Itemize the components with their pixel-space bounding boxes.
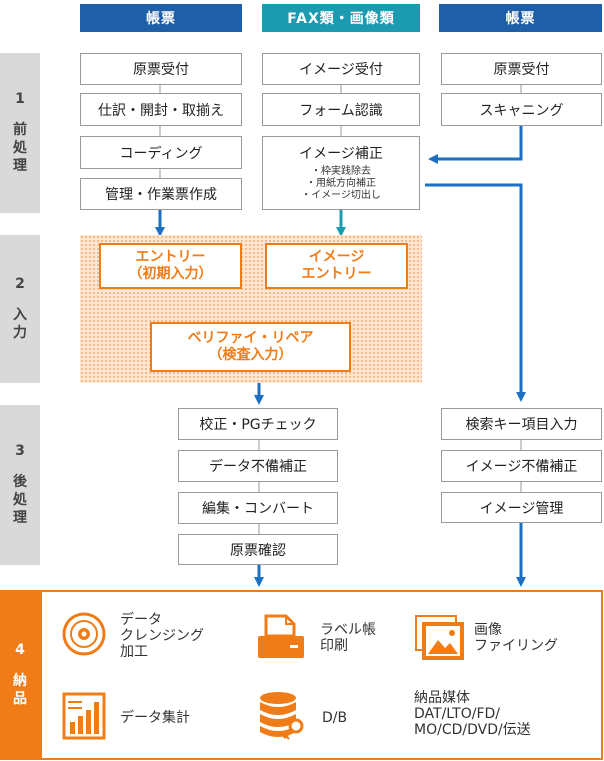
phase-number: 3 bbox=[15, 443, 25, 459]
correction-item-1: ・枠実践除去 bbox=[311, 166, 371, 177]
arrow-scan-to-correction bbox=[428, 125, 523, 164]
phase-number: 2 bbox=[15, 276, 25, 292]
label-print-line1: ラベル帳 bbox=[320, 622, 376, 638]
phase-name: 納品 bbox=[13, 673, 27, 707]
phase-4-label: 4 納品 bbox=[0, 590, 40, 760]
label-print-line2: 印刷 bbox=[320, 638, 348, 654]
post-right-box-2: イメージ不備補正 bbox=[441, 450, 602, 482]
post-left-box-3: 編集・コンバート bbox=[178, 492, 338, 524]
post-left-box-4: 原票確認 bbox=[178, 534, 338, 565]
image-entry-line1: イメージ bbox=[308, 249, 365, 265]
cleansing-line2: クレンジング bbox=[120, 628, 204, 644]
pre-right-box-1: 原票受付 bbox=[441, 53, 602, 85]
pre-left-box-2: 仕訳・開封・取揃え bbox=[80, 93, 242, 126]
printer-icon bbox=[258, 614, 304, 658]
phase-name: 後処理 bbox=[13, 474, 27, 526]
image-entry-line2: エントリー bbox=[301, 266, 372, 282]
phase-3-label: 3 後処理 bbox=[0, 405, 40, 565]
delivery-item-cleansing: データ クレンジング 加工 bbox=[120, 612, 240, 660]
pre-middle-box-2: フォーム認識 bbox=[262, 93, 420, 126]
media-line2: DAT/LTO/FD/ bbox=[414, 706, 501, 722]
arrow-right-column bbox=[425, 183, 526, 402]
delivery-item-label-print: ラベル帳 印刷 bbox=[320, 622, 410, 654]
media-line3: MO/CD/DVD/伝送 bbox=[414, 722, 531, 738]
phase-1-label: 1 前処理 bbox=[0, 53, 40, 213]
column-header-right: 帳票 bbox=[439, 4, 602, 32]
phase-name: 入力 bbox=[13, 307, 27, 341]
phase-name: 前処理 bbox=[13, 122, 27, 174]
image-correction-title: イメージ補正 bbox=[299, 146, 383, 162]
delivery-item-media: 納品媒体 DAT/LTO/FD/ MO/CD/DVD/伝送 bbox=[414, 690, 599, 738]
media-line1: 納品媒体 bbox=[414, 690, 470, 706]
delivery-item-db: D/B bbox=[322, 710, 348, 726]
database-key-icon bbox=[260, 692, 304, 740]
delivery-item-aggregation: データ集計 bbox=[120, 710, 190, 726]
pre-left-box-4: 管理・作業票作成 bbox=[80, 178, 242, 210]
verify-repair-line1: ベリファイ・リペア bbox=[187, 330, 314, 346]
initial-entry-line1: エントリー bbox=[135, 249, 206, 265]
delivery-panel bbox=[40, 590, 603, 760]
correction-item-2: ・用紙方向補正 bbox=[306, 178, 376, 189]
correction-item-3: ・イメージ切出し bbox=[301, 190, 381, 201]
delivery-item-image-filing: 画像 ファイリング bbox=[474, 622, 594, 654]
verify-repair-line2: （検査入力） bbox=[208, 347, 293, 363]
cleansing-line1: データ bbox=[120, 612, 162, 628]
phase-number: 4 bbox=[15, 642, 25, 658]
column-header-middle: FAX類・画像類 bbox=[262, 4, 420, 32]
column-header-left: 帳票 bbox=[80, 4, 242, 32]
image-entry-box: イメージ エントリー bbox=[265, 243, 408, 289]
pre-right-box-2: スキャニング bbox=[441, 93, 602, 126]
bar-chart-icon bbox=[62, 692, 106, 740]
initial-entry-box: エントリー （初期入力） bbox=[99, 243, 242, 289]
image-filing-line1: 画像 bbox=[474, 622, 502, 638]
phase-2-label: 2 入力 bbox=[0, 235, 40, 383]
post-left-box-2: データ不備補正 bbox=[178, 450, 338, 482]
initial-entry-line2: （初期入力） bbox=[128, 266, 213, 282]
image-filing-icon bbox=[415, 615, 464, 660]
post-left-box-1: 校正・PGチェック bbox=[178, 408, 338, 440]
post-right-box-3: イメージ管理 bbox=[441, 492, 602, 523]
phase-number: 1 bbox=[15, 91, 25, 107]
pre-left-box-3: コーディング bbox=[80, 136, 242, 169]
image-filing-line2: ファイリング bbox=[474, 638, 558, 654]
image-correction-box: イメージ補正 ・枠実践除去 ・用紙方向補正 ・イメージ切出し bbox=[262, 136, 420, 210]
disc-icon bbox=[62, 612, 106, 656]
pre-middle-box-1: イメージ受付 bbox=[262, 53, 420, 85]
pre-left-box-1: 原票受付 bbox=[80, 53, 242, 85]
cleansing-line3: 加工 bbox=[120, 644, 148, 660]
verify-repair-box: ベリファイ・リペア （検査入力） bbox=[150, 322, 351, 372]
post-right-box-1: 検索キー項目入力 bbox=[441, 408, 602, 440]
